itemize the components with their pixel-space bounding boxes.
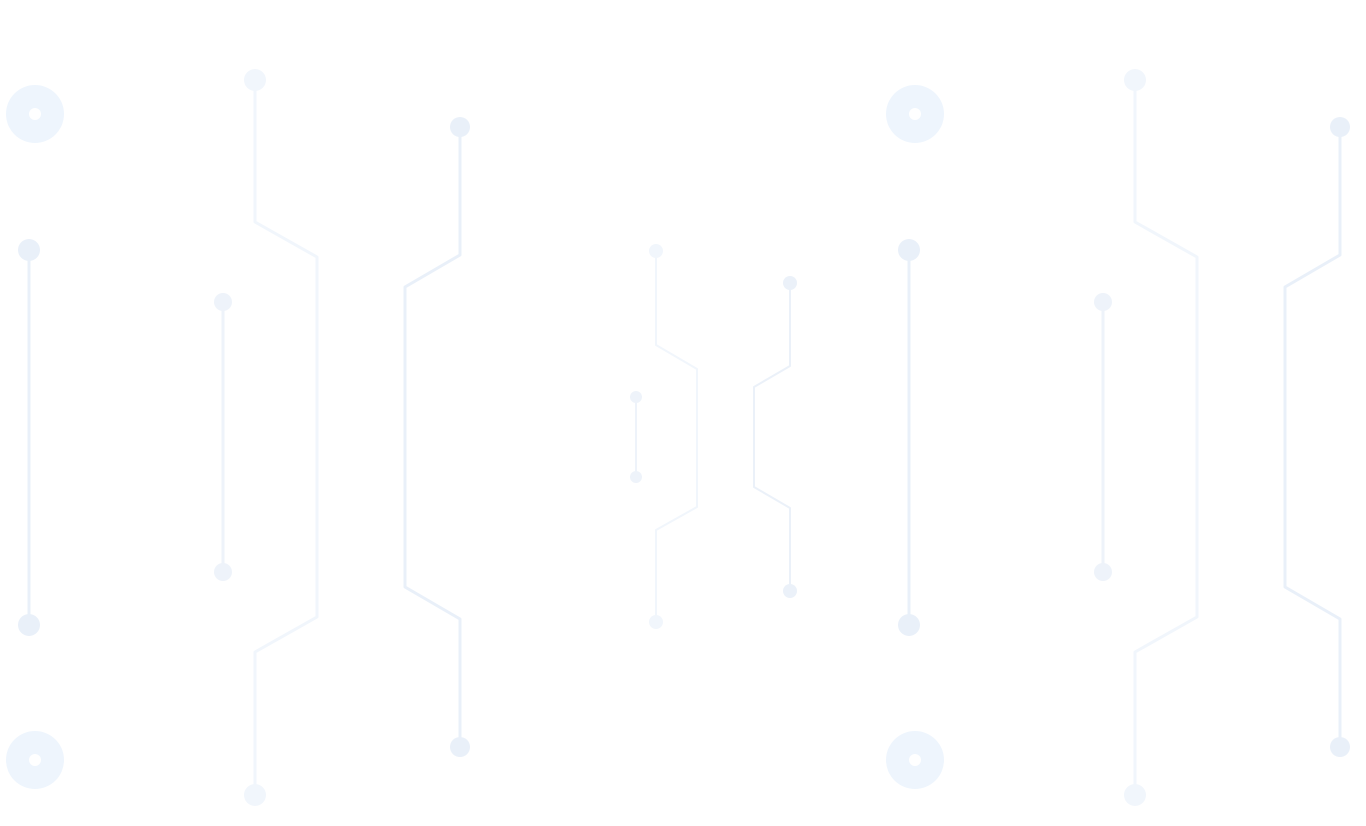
circuit-trace	[403, 117, 470, 757]
circuit-group-right	[886, 69, 1350, 806]
circuit-group-left	[6, 69, 470, 806]
circuit-trace	[1283, 117, 1350, 757]
circuit-group-center	[630, 244, 797, 629]
ring-icon	[6, 731, 64, 789]
ring-icon	[6, 85, 64, 143]
circuit-trace	[753, 276, 797, 598]
ring-icon	[886, 85, 944, 143]
circuit-trace	[898, 239, 920, 636]
circuit-trace	[649, 244, 698, 629]
circuit-trace	[18, 239, 40, 636]
circuit-trace	[1124, 69, 1199, 806]
circuit-trace	[214, 293, 232, 581]
circuit-trace	[244, 69, 319, 806]
circuit-trace	[630, 391, 642, 483]
circuit-trace	[1094, 293, 1112, 581]
ring-icon	[886, 731, 944, 789]
